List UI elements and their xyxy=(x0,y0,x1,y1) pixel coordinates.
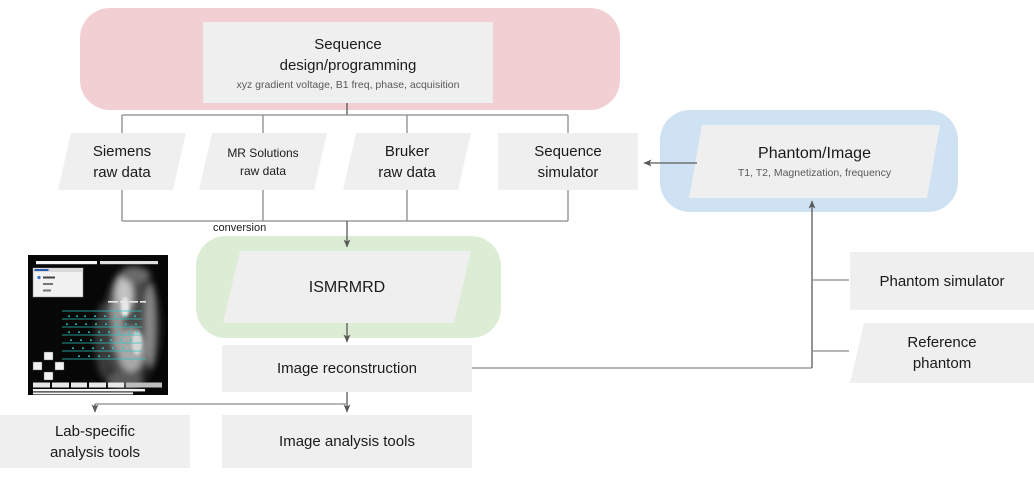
node-label: Phantom/Image xyxy=(758,145,871,162)
node-label: design/programming xyxy=(279,56,417,74)
mri-dialog-panel xyxy=(32,267,84,298)
mri-csi-grid-ticks xyxy=(66,315,138,357)
node-bruker-raw-data: Bruker raw data xyxy=(343,133,471,190)
node-label: analysis tools xyxy=(49,443,141,461)
node-mr-solutions-raw-data: MR Solutions raw data xyxy=(199,133,327,190)
node-label: raw data xyxy=(378,163,436,181)
node-sequence-simulator: Sequence simulator xyxy=(498,133,638,190)
mri-annotation-text xyxy=(108,301,146,303)
mri-button-row xyxy=(33,382,162,388)
node-image-reconstruction: Image reconstruction xyxy=(222,345,472,392)
node-label: raw data xyxy=(239,163,287,178)
node-phantom-image: Phantom/Image T1, T2, Magnetization, fre… xyxy=(689,125,940,198)
mri-status-bar xyxy=(33,389,145,392)
node-label: Lab-specific xyxy=(54,422,136,440)
node-lab-specific-analysis-tools: Lab-specific analysis tools xyxy=(0,415,190,468)
node-label: Image analysis tools xyxy=(279,433,415,450)
node-image-analysis-tools: Image analysis tools xyxy=(222,415,472,468)
node-label: Reference xyxy=(907,334,977,351)
node-label: Sequence xyxy=(314,35,382,53)
node-label: Sequence xyxy=(534,142,602,160)
node-reference-phantom: Reference phantom xyxy=(850,323,1034,383)
mri-toolbar xyxy=(100,261,158,265)
mri-status-bar xyxy=(33,392,133,395)
mri-nav-pad xyxy=(32,351,65,381)
mri-screenshot-thumbnail xyxy=(28,255,168,395)
node-label: raw data xyxy=(93,163,151,181)
node-subtitle: xyz gradient voltage, B1 freq, phase, ac… xyxy=(236,78,460,91)
node-label: MR Solutions xyxy=(227,145,299,160)
mri-toolbar xyxy=(36,261,97,265)
node-label: Image reconstruction xyxy=(276,360,418,377)
mri-csi-grid-overlay xyxy=(62,310,146,360)
node-label: Bruker xyxy=(384,142,430,160)
node-phantom-simulator: Phantom simulator xyxy=(850,252,1034,310)
node-ismrmrd: ISMRMRD xyxy=(223,251,471,323)
node-label: Phantom simulator xyxy=(879,272,1005,290)
node-sequence-design: Sequence design/programming xyz gradient… xyxy=(203,22,493,103)
node-subtitle: T1, T2, Magnetization, frequency xyxy=(737,167,892,179)
node-siemens-raw-data: Siemens raw data xyxy=(58,133,186,190)
node-label: ISMRMRD xyxy=(308,278,386,296)
conversion-edge-label: conversion xyxy=(213,222,267,234)
node-label: Siemens xyxy=(92,142,152,160)
node-label: simulator xyxy=(537,163,599,181)
node-label: phantom xyxy=(912,355,972,372)
